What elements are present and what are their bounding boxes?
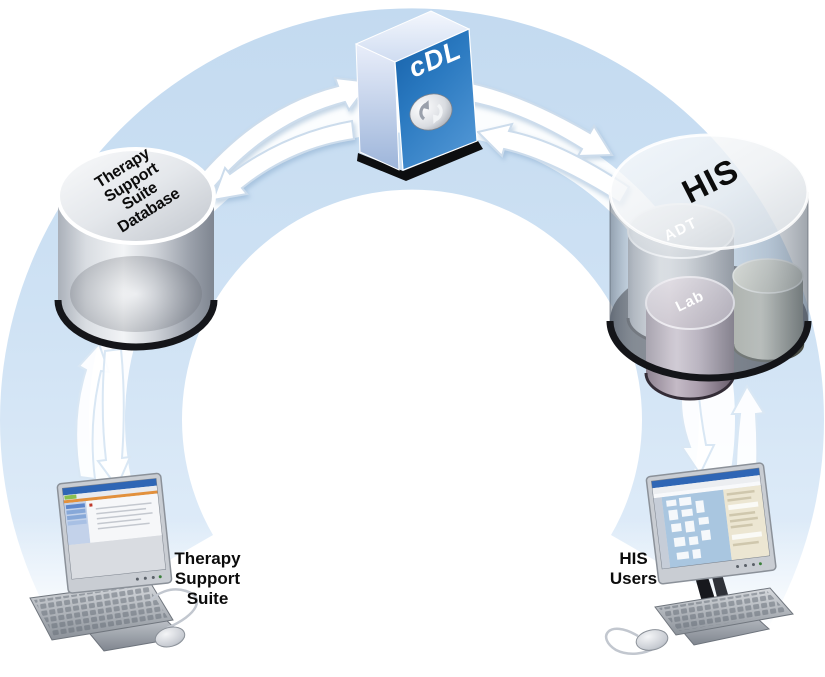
monitor-power-led <box>158 575 162 579</box>
screen-ui-fragment <box>653 497 671 569</box>
screen-ui-fragment <box>681 508 694 517</box>
tss-db-top <box>56 147 216 245</box>
arrow-down-to-tss-workstation <box>96 347 132 490</box>
monitor-button <box>744 564 748 568</box>
integration-arc <box>0 8 824 627</box>
lab-bottom-rim <box>644 372 736 401</box>
screen-ui-fragment <box>695 500 705 514</box>
screen-ui-fragment <box>85 493 162 543</box>
monitor-button <box>143 576 147 580</box>
screen-ui-fragment <box>668 509 679 521</box>
his-bottom-rim <box>606 320 812 382</box>
screen-ui-fragment <box>63 485 158 501</box>
screen-ui-fragment <box>727 496 752 502</box>
screen-ui-fragment <box>700 529 712 541</box>
his-top <box>608 133 810 251</box>
his-mouse <box>635 629 669 651</box>
screen-ui-fragment <box>692 548 702 559</box>
his-workstation <box>605 462 794 656</box>
screen-ui-fragment <box>688 536 699 546</box>
his-mouse-cable <box>605 627 656 656</box>
screen-ui-fragment <box>66 508 86 515</box>
tss-database-cylinder <box>54 147 218 351</box>
screen-ui-fragment <box>666 499 677 507</box>
tss-workstation-label: Therapy Support Suite <box>174 549 241 608</box>
screen-ui-fragment <box>67 519 87 526</box>
screen-ui-fragment <box>89 503 93 507</box>
tss-db-bottom-rim <box>54 299 218 351</box>
monitor-button <box>151 575 155 579</box>
screen-ui-fragment <box>63 490 158 504</box>
tss-workstation <box>29 472 199 652</box>
screen-ui-fragment <box>66 514 87 521</box>
screen-ui-fragment <box>652 475 761 495</box>
tss-monitor <box>56 472 173 594</box>
tss-db-inner-shade <box>70 256 202 332</box>
screen-ui-fragment <box>661 489 732 568</box>
screen-ui-fragment <box>726 489 755 496</box>
tss-mouse <box>154 626 186 648</box>
his-keyboard-keys <box>659 591 788 631</box>
screen-ui-fragment <box>97 518 142 525</box>
screen-ui-fragment <box>96 512 153 520</box>
screen-ui-fragment <box>728 501 759 511</box>
screen-ui-fragment <box>731 531 763 540</box>
screen-ui-fragment <box>698 516 710 525</box>
screen-ui-fragment <box>676 551 690 560</box>
tss-keyboard-keys <box>34 585 168 636</box>
tss-mouse-cable <box>149 588 199 630</box>
flow-arrows-tssdb-workstation <box>75 342 132 490</box>
monitor-power-led <box>758 562 762 566</box>
screen-ui-fragment <box>653 481 761 499</box>
screen-ui-fragment <box>64 494 77 500</box>
screen-ui-fragment <box>673 536 686 548</box>
sync-icon-disc <box>409 93 453 131</box>
cdl-server-box <box>354 10 483 181</box>
screen-ui-fragment <box>730 523 753 529</box>
screen-ui-fragment <box>97 522 150 530</box>
screen-ui-fragment <box>729 516 758 523</box>
screen-ui-fragment <box>65 503 86 510</box>
screen-ui-fragment <box>96 507 147 515</box>
screen-ui-fragment <box>670 523 682 533</box>
screen-ui-fragment <box>678 496 692 507</box>
monitor-button <box>736 565 740 569</box>
his-screen-titlebar <box>651 468 760 489</box>
sync-arrow-a-head <box>433 114 442 124</box>
his-cylinder <box>606 133 812 401</box>
tss-screen-titlebar <box>62 478 157 496</box>
monitor-button <box>751 563 755 567</box>
his-monitor <box>645 462 777 585</box>
cdl-box-base <box>357 141 483 181</box>
arrow-to-tss-database <box>211 119 356 202</box>
arrow-down-to-his-workstation <box>680 382 716 477</box>
sync-icon <box>409 93 453 131</box>
sync-arrow-b-head <box>420 100 429 110</box>
monitor-button <box>135 577 139 581</box>
screen-ui-fragment <box>95 502 152 510</box>
screen-ui-fragment <box>68 535 166 579</box>
screen-ui-fragment <box>684 520 695 533</box>
screen-ui-fragment <box>729 510 756 517</box>
his-users-label: HIS Users <box>609 549 658 588</box>
screen-ui-fragment <box>732 540 759 547</box>
